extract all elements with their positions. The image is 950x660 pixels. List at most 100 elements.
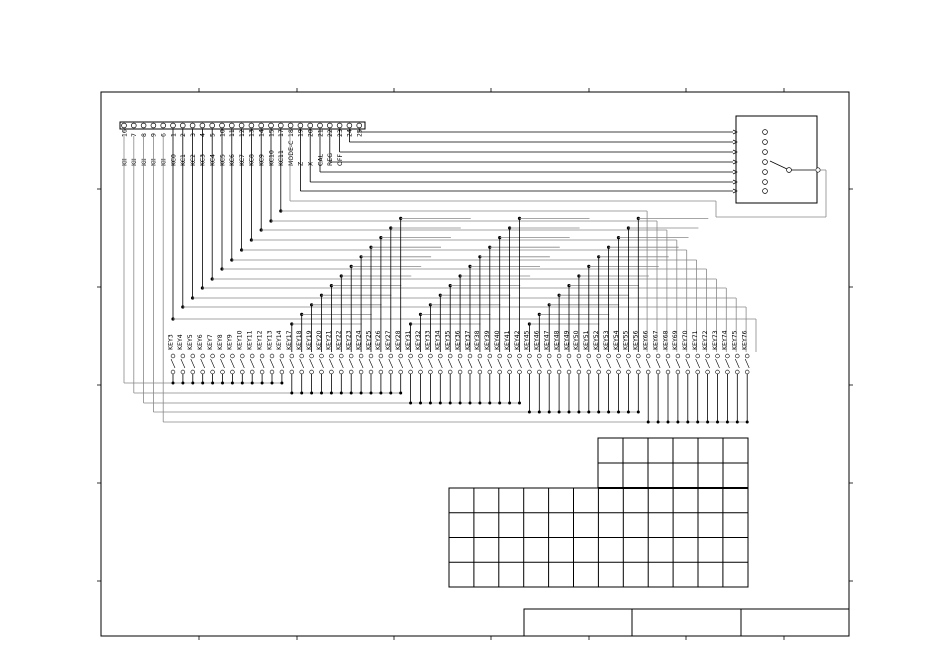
key-contact-top [636, 353, 641, 359]
key-switch-blade [467, 358, 473, 369]
key-label: KEY55 [623, 330, 630, 350]
key-contact-top [527, 353, 532, 359]
pin-signal-label: OFF [337, 154, 344, 166]
key-contact-bottom [408, 369, 413, 375]
connector-pin [209, 122, 215, 129]
connector-pin [160, 122, 166, 129]
key-switch-blade [477, 358, 483, 369]
key-contact-bottom [180, 369, 186, 375]
pin-number: 17 [278, 129, 285, 137]
key-label: KEY38 [474, 330, 481, 350]
connector-pin [131, 122, 137, 129]
pin-number: 8 [141, 133, 148, 137]
key-label: KEY9 [227, 334, 234, 350]
key-contact-top [695, 353, 700, 359]
junction-dot [181, 305, 185, 309]
key-contact-top [606, 353, 611, 359]
key-switch-blade [636, 358, 641, 369]
key-contact-top [665, 353, 671, 359]
key-contact-top [517, 353, 522, 359]
pin-number: 16 [121, 129, 128, 137]
junction-dot [359, 391, 363, 395]
key-contact-top [269, 353, 275, 359]
key-contact-top [725, 353, 730, 359]
pin-signal-label: KC10 [268, 150, 275, 166]
junction-dot [419, 401, 422, 405]
key-switch-blade [348, 358, 354, 369]
pin-number: 5 [210, 133, 217, 137]
key-contact-top [250, 353, 255, 359]
key-contact-top [655, 353, 661, 359]
junction-dot [409, 401, 413, 405]
connector-pin [336, 122, 343, 129]
connector-pin [121, 122, 127, 129]
connector-pin [140, 122, 147, 129]
junction-dot [498, 401, 502, 405]
key-contact-top [220, 353, 225, 359]
junction-dot [230, 381, 234, 385]
junction-dot [448, 401, 452, 405]
switch-contact [762, 188, 768, 194]
key-contact-top [735, 353, 740, 359]
key-contact-bottom [685, 369, 690, 375]
key-switch-blade [517, 358, 522, 369]
key-switch-blade [388, 358, 394, 369]
key-contact-top [744, 353, 750, 359]
key-contact-top [537, 353, 542, 359]
key-switch-blade [507, 358, 512, 369]
pin-signal-label: KC4 [210, 154, 217, 166]
key-label: KEY49 [563, 330, 570, 350]
pin-signal-label: KC1 [180, 154, 187, 166]
key-label: KEY7 [207, 334, 214, 350]
connector-pin [219, 122, 225, 129]
key-contact-top [507, 353, 512, 359]
key-contact-top [418, 353, 423, 359]
key-contact-bottom [170, 369, 176, 375]
key-contact-bottom [388, 369, 393, 375]
junction-dot [438, 401, 442, 405]
connector-pin [356, 122, 362, 129]
pin-signal-label: KII [131, 158, 138, 166]
key-contact-top [230, 353, 235, 359]
key-contact-bottom [428, 369, 433, 375]
junction-dot [557, 410, 561, 414]
key-contact-top [349, 353, 354, 359]
key-switch-blade [457, 358, 463, 369]
junction-dot [567, 410, 571, 414]
junction-dot [230, 258, 234, 262]
key-label: KEY74 [722, 330, 729, 350]
pin-signal-label: KC2 [190, 154, 197, 166]
junction-dot [240, 381, 244, 385]
connector-pin [150, 122, 157, 129]
key-contact-bottom [616, 369, 621, 375]
key-label: KEY50 [573, 330, 580, 350]
junction-dot [250, 381, 254, 385]
pin-number: 12 [239, 129, 246, 137]
pin-signal-label: KC5 [219, 154, 226, 166]
key-label: KEY18 [296, 330, 303, 350]
key-contact-top [279, 353, 285, 359]
switch-terminal [732, 169, 738, 175]
connector-pin [307, 122, 313, 129]
key-switch-blade [527, 358, 532, 369]
pin-signal-label: KC9 [259, 154, 266, 166]
key-label: KEY34 [435, 330, 442, 350]
key-contact-top [358, 353, 364, 359]
key-contact-top [586, 353, 591, 359]
pin-signal-label: KC7 [239, 154, 246, 166]
switch-out [815, 167, 821, 173]
key-label: KEY4 [177, 334, 184, 350]
pin-number: 1 [170, 133, 177, 137]
pin-signal-label: Z [298, 162, 305, 166]
wiring [123, 129, 827, 423]
key-contact-bottom [744, 369, 750, 375]
key-contact-top [259, 353, 265, 359]
key-contact-bottom [566, 369, 572, 375]
switch-terminal [732, 188, 738, 194]
key-contact-bottom [438, 369, 443, 375]
key-switch-blade [240, 358, 245, 369]
key-switch-blade [447, 358, 453, 369]
key-switch-blade [220, 358, 225, 369]
junction-dot [320, 391, 323, 395]
